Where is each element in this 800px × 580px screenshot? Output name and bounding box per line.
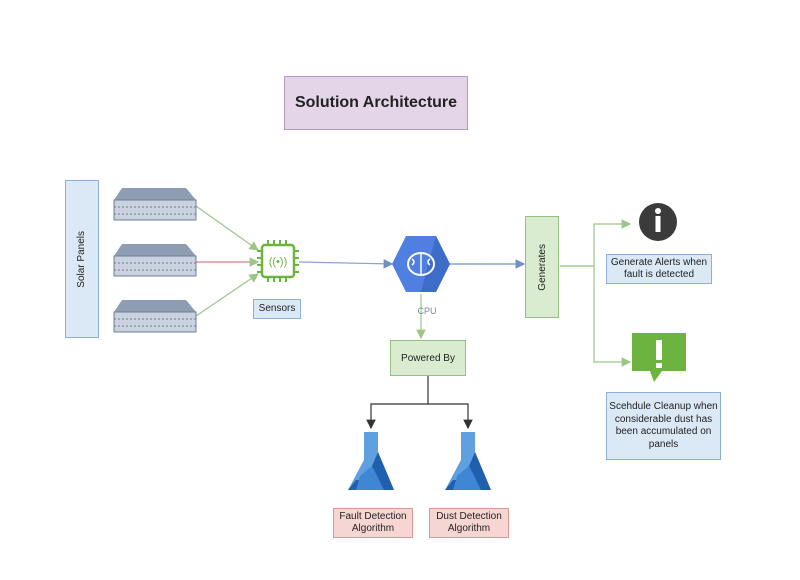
svg-text:((•)): ((•)) <box>269 256 288 268</box>
connector-powered-fault <box>366 376 429 430</box>
connector-panel1-sensor <box>195 205 259 251</box>
dust-detection-box: Dust Detection Algorithm <box>429 508 509 538</box>
brain-hexagon-icon <box>392 236 450 292</box>
powered-by-box: Powered By <box>390 340 466 376</box>
generates-box: Generates <box>525 216 559 318</box>
solar-panel-icon <box>113 188 197 221</box>
solar-panels-label: Solar Panels <box>75 230 87 288</box>
connector-sensor-cpu <box>298 259 394 269</box>
solar-panel-icon <box>113 244 197 277</box>
solar-panel-icon <box>113 300 197 333</box>
exclamation-speech-icon <box>632 333 686 382</box>
cpu-label: CPU <box>417 306 437 316</box>
connector-panel3-sensor <box>195 273 259 317</box>
azure-ml-icon <box>445 432 491 490</box>
solar-panels-box: Solar Panels <box>65 180 99 338</box>
cleanup-box: Scehdule Cleanup when considerable dust … <box>606 392 721 460</box>
generates-label: Generates <box>536 243 548 291</box>
alerts-box: Generate Alerts when fault is detected <box>606 254 712 284</box>
sensors-box: Sensors <box>253 299 301 319</box>
chip-sensor-icon: ((•)) <box>257 240 299 282</box>
diagram-title: Solution Architecture <box>284 76 468 130</box>
azure-ml-icon <box>348 432 394 490</box>
connector-generates-cleanup <box>560 265 632 367</box>
info-icon <box>639 203 677 241</box>
fault-detection-box: Fault Detection Algorithm <box>333 508 413 538</box>
connector-powered-dust <box>428 403 473 430</box>
